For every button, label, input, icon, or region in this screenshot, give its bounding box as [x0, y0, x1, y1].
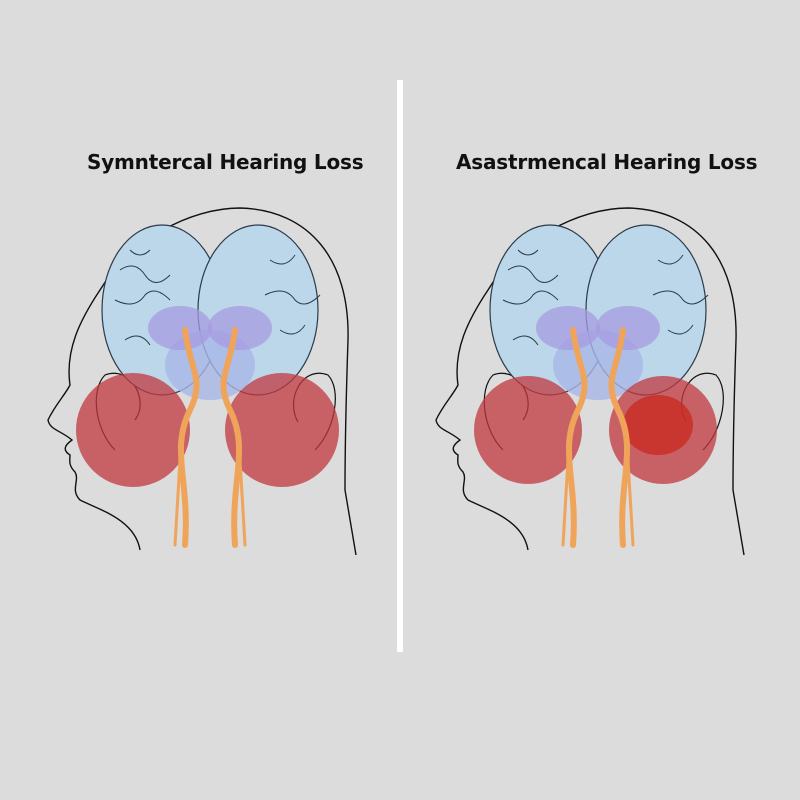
panel-divider — [397, 80, 403, 652]
panel-title-asymmetrical: Asastrmencal Hearing Loss — [456, 150, 758, 174]
left-ear-hearing-loss-highlight — [474, 376, 582, 484]
right-ear-hearing-loss-highlight — [225, 373, 339, 487]
head-outline — [47, 207, 357, 556]
auditory-nerve-icon — [173, 327, 247, 548]
left-ear-hearing-loss-highlight — [76, 373, 190, 487]
auditory-nerve-icon — [561, 327, 635, 548]
panel-title-symmetrical: Symntercal Hearing Loss — [87, 150, 364, 174]
head-outline — [435, 207, 745, 556]
right-ear-intense-highlight — [623, 395, 693, 455]
symmetrical-hearing-loss-illustration — [40, 200, 370, 570]
asymmetrical-hearing-loss-illustration — [428, 200, 758, 570]
brain-icon — [489, 224, 709, 400]
